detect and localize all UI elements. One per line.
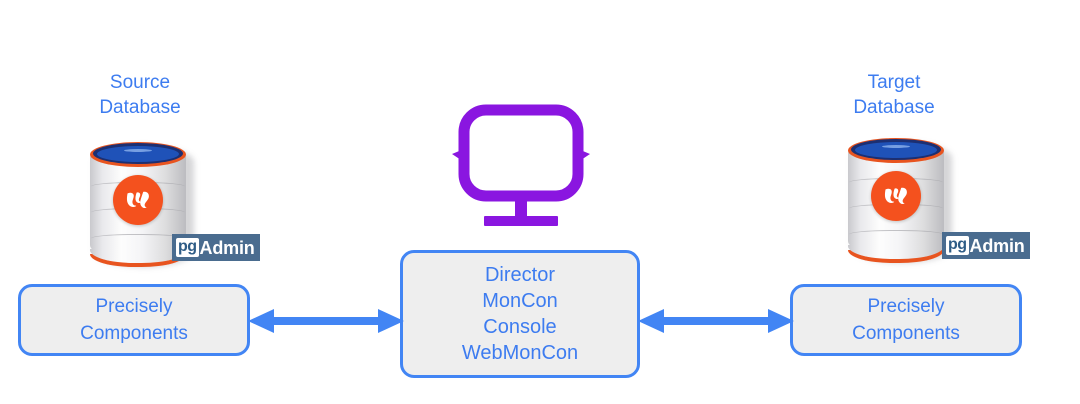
postgres-elephant-icon (871, 171, 921, 221)
left-precisely-components-label: Precisely Components (80, 296, 188, 344)
left-precisely-components-box[interactable]: Precisely Components (18, 284, 250, 356)
cylinder-top-highlight (124, 149, 152, 152)
center-hub-box[interactable]: Director MonCon Console WebMonCon (400, 250, 640, 378)
right-bidirectional-arrow (638, 304, 794, 343)
pgadmin-pg-label: pg (946, 236, 969, 255)
cylinder-bottom-cover (848, 245, 944, 259)
pgadmin-pg-label: pg (176, 238, 199, 257)
pgadmin-admin-label: Admin (199, 237, 255, 258)
target-pgadmin-badge: pg Admin (942, 232, 1030, 259)
cylinder-top-highlight (882, 145, 910, 148)
target-database-icon (846, 138, 952, 263)
cylinder-top-inner (97, 146, 179, 162)
source-database-icon (88, 142, 194, 267)
left-bidirectional-arrow (248, 304, 404, 343)
cylinder-bottom-cover (90, 249, 186, 263)
postgres-elephant-icon (113, 175, 163, 225)
monitor-icon (446, 104, 596, 234)
source-pgadmin-badge: pg Admin (172, 234, 260, 261)
source-database-caption: Source Database (99, 72, 181, 118)
pgadmin-admin-label: Admin (969, 235, 1025, 256)
cylinder-top-inner (855, 142, 937, 158)
right-precisely-components-label: Precisely Components (852, 296, 960, 344)
target-database-caption: Target Database (853, 72, 935, 118)
cylinder-band (849, 230, 943, 239)
right-precisely-components-box[interactable]: Precisely Components (790, 284, 1022, 356)
cylinder-band (91, 234, 185, 243)
center-hub-label: Director MonCon Console WebMonCon (461, 264, 579, 364)
